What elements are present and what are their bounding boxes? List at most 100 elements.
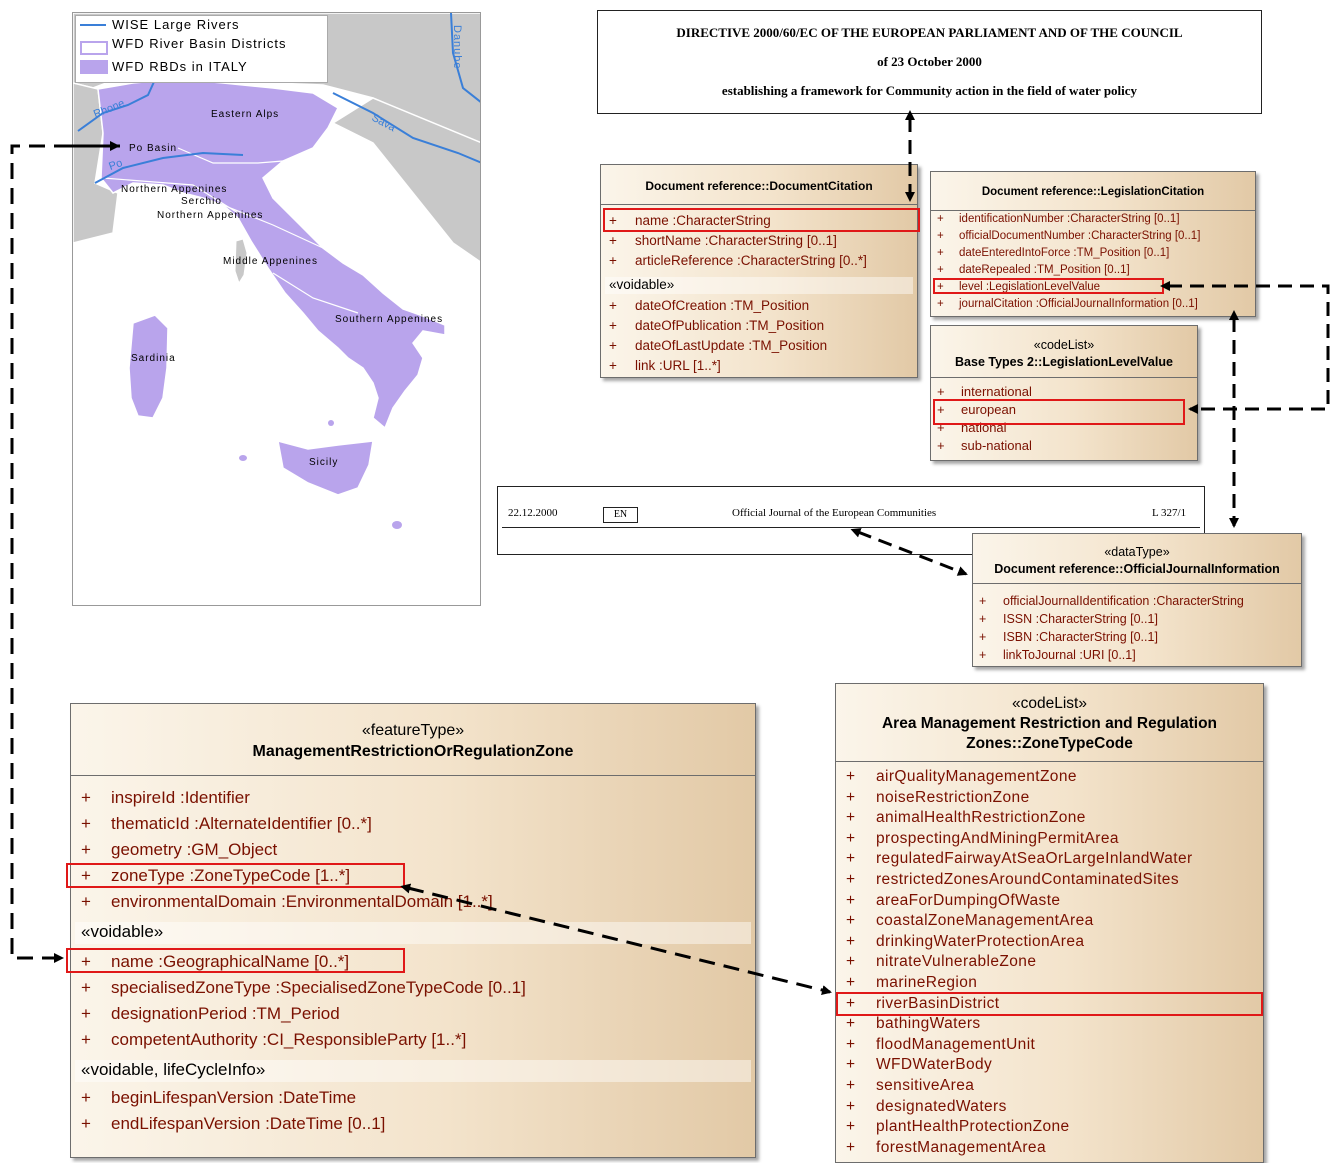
connector-journal-header-to-official-journal xyxy=(850,528,968,576)
zone-type-value: +marineRegion xyxy=(846,974,978,991)
label-southern-appenines: Southern Appenines xyxy=(335,314,444,325)
management-zone-lifecycle-attr: +endLifespanVersion :DateTime [0..1] xyxy=(81,1114,386,1133)
management-zone-stereotype: «featureType» xyxy=(361,722,465,739)
official-journal-attr: +ISBN :CharacterString [0..1] xyxy=(979,630,1158,644)
legislation-citation-attr: +identificationNumber :CharacterString [… xyxy=(937,213,1180,225)
label-po-basin: Po Basin xyxy=(129,143,178,154)
document-citation-voidable-attr: +dateOfCreation :TM_Position xyxy=(609,298,810,313)
official-journal-attr: +officialJournalIdentification :Characte… xyxy=(979,594,1244,608)
management-zone-attr: +geometry :GM_Object xyxy=(81,840,278,859)
management-zone-lifecycle-label: «voidable, lifeCycleInfo» xyxy=(75,1060,751,1082)
sava-river xyxy=(332,92,480,164)
journal-title: Official Journal of the European Communi… xyxy=(732,507,937,519)
zone-type-value: +noiseRestrictionZone xyxy=(846,788,1030,806)
document-citation-voidable-attr: +link :URL [1..*] xyxy=(609,358,721,373)
legislation-level-value: +european xyxy=(937,402,1016,417)
management-zone-attr: +environmentalDomain :EnvironmentalDomai… xyxy=(81,892,493,911)
label-northern-appenines: Northern Appenines xyxy=(121,184,228,195)
legislation-citation-title: Document reference::LegislationCitation xyxy=(981,186,1205,198)
neighbour-land-east xyxy=(331,97,480,263)
legislation-citation-attr: +level :LegislationLevelValue xyxy=(937,281,1101,293)
directive-title: DIRECTIVE 2000/60/EC OF THE EUROPEAN PAR… xyxy=(676,25,1183,40)
official-journal-information-class[interactable]: «dataType» Document reference::OfficialJ… xyxy=(972,533,1302,667)
management-zone-attr: +zoneType :ZoneTypeCode [1..*] xyxy=(81,866,351,885)
label-danube: Danube xyxy=(451,25,463,70)
document-citation-title: Document reference::DocumentCitation xyxy=(645,179,873,193)
document-citation-attr: +name :CharacterString xyxy=(609,213,771,228)
zone-type-value: +designatedWaters xyxy=(846,1097,1007,1115)
legislation-level-value: +international xyxy=(937,384,1032,399)
map-legend: WISE Large Rivers WFD River Basin Distri… xyxy=(75,15,328,83)
legislation-level-title: Base Types 2::LegislationLevelValue xyxy=(955,355,1173,369)
italy-map-panel: WISE Large Rivers WFD River Basin Distri… xyxy=(72,12,481,606)
zone-type-value: +airQualityManagementZone xyxy=(846,768,1077,785)
label-sardinia: Sardinia xyxy=(131,353,176,364)
document-citation-voidable-attr: +dateOfLastUpdate :TM_Position xyxy=(609,338,828,353)
legislation-level-stereotype: «codeList» xyxy=(1033,338,1095,352)
zone-type-code-class[interactable]: «codeList» Area Management Restriction a… xyxy=(835,683,1264,1163)
management-zone-title: ManagementRestrictionOrRegulationZone xyxy=(252,743,574,760)
zone-type-value: +WFDWaterBody xyxy=(846,1056,993,1074)
zone-type-stereotype: «codeList» xyxy=(1012,695,1087,712)
official-journal-title: Document reference::OfficialJournalInfor… xyxy=(994,562,1280,576)
zone-type-value: +restrictedZonesAroundContaminatedSites xyxy=(846,871,1179,888)
management-zone-voidable-attr: +designationPeriod :TM_Period xyxy=(81,1004,340,1023)
official-journal-attr: +linkToJournal :URI [0..1] xyxy=(979,648,1136,662)
label-middle-appenines: Middle Appenines xyxy=(223,256,318,267)
connector-zone-type-to-river-basin xyxy=(400,883,832,995)
official-journal-stereotype: «dataType» xyxy=(1104,545,1170,559)
corsica-land xyxy=(234,238,248,285)
journal-lang: EN xyxy=(603,507,638,523)
journal-date: 22.12.2000 xyxy=(508,507,558,519)
legislation-citation-attr: +dateRepealed :TM_Position [0..1] xyxy=(937,264,1130,276)
legend-districts: WFD River Basin Districts xyxy=(112,36,287,51)
label-eastern-alps: Eastern Alps xyxy=(211,109,280,120)
sicily-shape xyxy=(277,439,374,496)
po-river xyxy=(94,151,244,184)
zone-type-value: +prospectingAndMiningPermitArea xyxy=(846,829,1119,847)
zone-type-value: +plantHealthProtectionZone xyxy=(846,1118,1070,1136)
zone-type-value: +drinkingWaterProtectionArea xyxy=(846,932,1085,950)
zone-type-value: +forestManagementArea xyxy=(846,1138,1046,1156)
journal-rule xyxy=(502,527,1200,528)
directive-subtitle: establishing a framework for Community a… xyxy=(721,83,1138,98)
legislation-citation-attr: +journalCitation :OfficialJournalInforma… xyxy=(937,298,1198,310)
zone-type-title-2: Zones::ZoneTypeCode xyxy=(966,735,1133,752)
label-northern-appenines-2: Northern Appenines xyxy=(157,210,264,221)
district-legend-swatch xyxy=(80,41,108,55)
management-zone-voidable-attr: +competentAuthority :CI_ResponsibleParty… xyxy=(81,1030,467,1049)
zone-type-value: +bathingWaters xyxy=(846,1015,981,1033)
directive-title-box: DIRECTIVE 2000/60/EC OF THE EUROPEAN PAR… xyxy=(597,10,1262,114)
document-citation-attr: +shortName :CharacterString [0..1] xyxy=(609,233,837,248)
legislation-citation-attr: +officialDocumentNumber :CharacterString… xyxy=(937,230,1201,242)
document-citation-voidable-label: «voidable» xyxy=(605,277,913,294)
zone-type-value: +riverBasinDistrict xyxy=(846,994,1000,1012)
label-serchio: Serchio xyxy=(181,196,222,207)
zone-type-value: +coastalZoneManagementArea xyxy=(846,912,1094,930)
zone-type-value: +regulatedFairwayAtSeaOrLargeInlandWater xyxy=(846,850,1193,868)
document-citation-class[interactable]: Document reference::DocumentCitation +na… xyxy=(600,164,918,378)
document-citation-voidable-attr: +dateOfPublication :TM_Position xyxy=(609,318,825,333)
legislation-level-value: +sub-national xyxy=(937,438,1032,453)
legend-italy: WFD RBDs in ITALY xyxy=(112,59,248,74)
label-sicily: Sicily xyxy=(309,457,339,468)
danube-river xyxy=(450,13,480,103)
zone-type-value: +sensitiveArea xyxy=(846,1077,975,1094)
legislation-citation-attr: +dateEnteredIntoForce :TM_Position [0..1… xyxy=(937,247,1170,259)
management-zone-voidable-attr: +name :GeographicalName [0..*] xyxy=(81,952,350,971)
connector-level-to-european xyxy=(1160,281,1330,414)
zone-type-title-1: Area Management Restriction and Regulati… xyxy=(881,715,1218,732)
legend-rivers: WISE Large Rivers xyxy=(112,17,240,32)
rhone-river xyxy=(77,72,159,132)
management-zone-attr: +inspireId :Identifier xyxy=(81,788,250,807)
zone-type-value: +nitrateVulnerableZone xyxy=(846,953,1037,971)
italy-legend-swatch xyxy=(80,60,108,74)
official-journal-attr: +ISSN :CharacterString [0..1] xyxy=(979,612,1158,626)
management-zone-lifecycle-attr: +beginLifespanVersion :DateTime xyxy=(81,1088,357,1107)
journal-ref: L 327/1 xyxy=(1152,507,1187,519)
directive-date: of 23 October 2000 xyxy=(877,54,982,69)
management-zone-attr: +thematicId :AlternateIdentifier [0..*] xyxy=(81,814,372,833)
river-legend-swatch xyxy=(80,24,106,26)
zone-type-value: +areaForDumpingOfWaste xyxy=(846,891,1061,909)
